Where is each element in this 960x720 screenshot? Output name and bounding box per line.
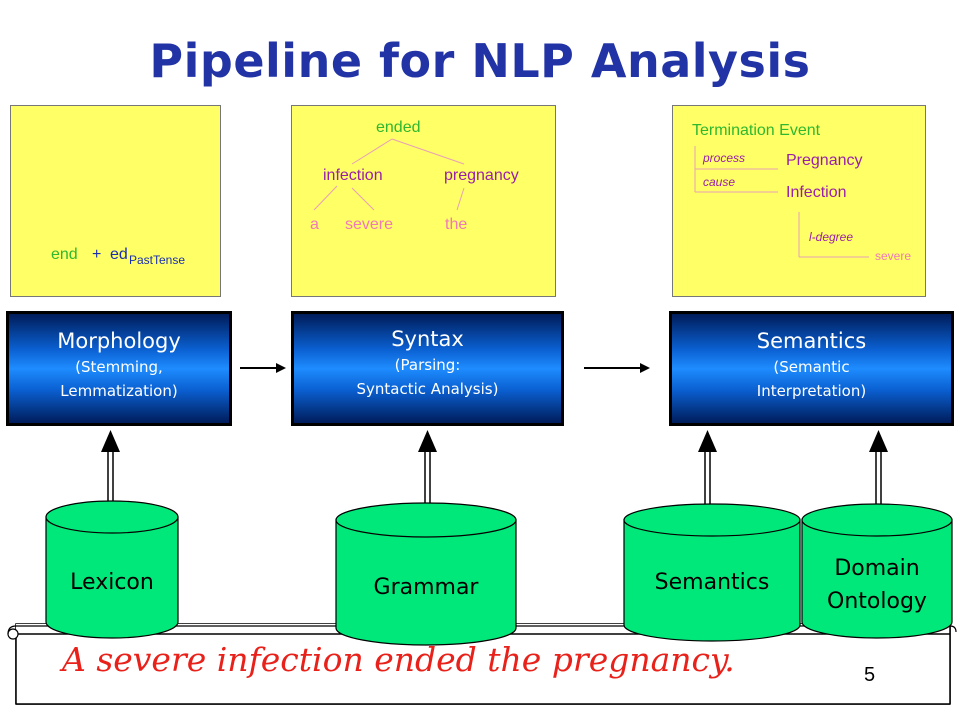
morphology-output-panel: end + ed PastTense [10, 105, 221, 297]
morphology-stage-line1: (Stemming, [75, 358, 163, 376]
morph-stem-text: end [51, 246, 78, 263]
semantics-stage-line1: (Semantic [773, 358, 850, 376]
parse-tree-lines [313, 138, 465, 211]
tree-node-the: the [445, 216, 468, 233]
morphology-stage-box: Morphology (Stemming, Lemmatization) [6, 311, 232, 426]
frame-event-label: Termination Event [692, 122, 821, 139]
syntax-stage-line1: (Parsing: [394, 356, 461, 374]
grammar-cylinder [335, 502, 517, 646]
frame-value-infection: Infection [786, 184, 847, 201]
frame-value-pregnancy: Pregnancy [786, 152, 863, 169]
arrow-morphology-to-syntax [240, 363, 286, 373]
lexicon-cylinder [45, 500, 179, 639]
semantics-stage-title: Semantics [756, 329, 867, 353]
frame-role-process: process [703, 151, 746, 165]
semantic-frame-lines [694, 146, 869, 258]
semantics-output-panel: Termination Event process Pregnancy caus… [672, 105, 926, 297]
semantics-resource-label: Semantics [654, 570, 770, 595]
syntax-stage-line2: Syntactic Analysis) [356, 380, 499, 398]
tree-node-severe: severe [345, 216, 394, 233]
semantics-stage-box: Semantics (Semantic Interpretation) [669, 311, 954, 426]
morph-subscript-text: PastTense [129, 253, 186, 267]
ontology-label-line2: Ontology [827, 589, 927, 614]
syntax-stage-title: Syntax [391, 327, 464, 351]
tree-node-a: a [310, 216, 319, 233]
frame-value-severe: severe [875, 249, 912, 263]
morph-suffix-text: ed [110, 246, 128, 263]
domain-ontology-cylinder [801, 503, 953, 639]
grammar-label: Grammar [373, 575, 479, 600]
arrow-syntax-to-semantics [584, 363, 650, 373]
morphology-stage-title: Morphology [57, 329, 181, 353]
morph-plus-text: + [92, 246, 102, 263]
page-title: Pipeline for NLP Analysis [149, 34, 811, 88]
frame-role-ldegree: l-degree [809, 230, 854, 244]
ontology-label-line1: Domain [834, 556, 920, 581]
lexicon-label: Lexicon [70, 570, 154, 595]
tree-node-ended: ended [376, 119, 421, 136]
page-number: 5 [864, 664, 876, 686]
morphology-stage-line2: Lemmatization) [60, 382, 178, 400]
tree-node-pregnancy: pregnancy [444, 167, 519, 184]
semantics-cylinder [623, 503, 801, 642]
frame-role-cause: cause [703, 175, 736, 189]
syntax-output-panel: ended infection pregnancy a severe the [291, 105, 556, 297]
tree-node-infection: infection [323, 167, 383, 184]
semantics-stage-line2: Interpretation) [756, 382, 867, 400]
syntax-stage-box: Syntax (Parsing: Syntactic Analysis) [291, 311, 564, 426]
example-sentence: A severe infection ended the pregnancy. [62, 640, 735, 679]
